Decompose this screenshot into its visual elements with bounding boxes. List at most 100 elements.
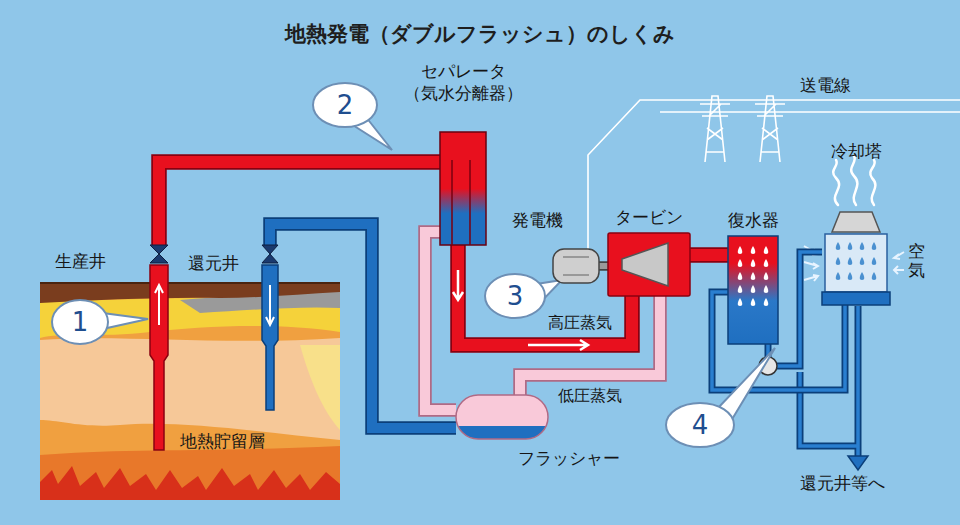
equipment-node: セパレータ （気水分離器） bbox=[440, 132, 486, 245]
ground-surface bbox=[40, 282, 340, 284]
droplet bbox=[764, 298, 769, 306]
equipment-label: 還元井 bbox=[188, 252, 239, 274]
pipe-fill bbox=[425, 232, 456, 410]
droplet bbox=[872, 272, 877, 280]
droplet bbox=[751, 259, 756, 267]
deep-layer bbox=[40, 446, 340, 500]
droplet bbox=[764, 246, 769, 254]
node-shape bbox=[822, 210, 890, 305]
droplets bbox=[738, 246, 769, 306]
callout-number: 1 bbox=[60, 306, 100, 338]
equipment-label: タービン bbox=[604, 206, 694, 228]
droplet bbox=[836, 257, 841, 265]
condenser-vessel bbox=[728, 236, 778, 344]
tower-fill bbox=[825, 234, 887, 292]
droplet bbox=[738, 259, 743, 267]
droplets bbox=[836, 242, 877, 280]
pipe-connector bbox=[270, 224, 456, 428]
generator-detail bbox=[563, 257, 589, 275]
pipe-outline bbox=[425, 232, 456, 410]
pipe-fill bbox=[520, 296, 660, 395]
equipment-node: 発電機 bbox=[553, 249, 599, 283]
well-pipe bbox=[262, 265, 278, 410]
equipment-node: 冷却塔 bbox=[822, 210, 890, 305]
callout-number: 4 bbox=[680, 409, 720, 441]
equipment-label: 生産井 bbox=[55, 250, 106, 272]
flow-arrow bbox=[266, 285, 274, 325]
equipment-label: 冷却塔 bbox=[814, 140, 898, 162]
part-label: 還元井等へ bbox=[800, 472, 885, 494]
pipe-label: 高圧蒸気 bbox=[548, 313, 612, 334]
well-pipe bbox=[150, 265, 168, 450]
pipe-connector bbox=[520, 296, 660, 395]
droplet bbox=[738, 285, 743, 293]
node-shape bbox=[262, 245, 278, 410]
rock-layer bbox=[300, 345, 340, 430]
node-shape bbox=[440, 132, 486, 245]
node-shape bbox=[728, 236, 778, 344]
droplet bbox=[872, 242, 877, 250]
steam-plume bbox=[833, 156, 875, 205]
diagram-title: 地熱発電（ダブルフラッシュ）のしくみ bbox=[0, 20, 960, 48]
pipe-outline bbox=[599, 261, 608, 271]
droplet bbox=[860, 272, 865, 280]
droplet bbox=[764, 259, 769, 267]
equipment-node: タービン bbox=[608, 233, 690, 296]
pipe-connector bbox=[159, 162, 440, 245]
equipment-node: 還元井 bbox=[262, 245, 278, 410]
node-shape bbox=[553, 249, 599, 283]
pipe-outline bbox=[270, 224, 456, 428]
pipe-fill bbox=[690, 249, 728, 261]
droplet bbox=[872, 257, 877, 265]
pipe-connector bbox=[425, 232, 456, 410]
droplet bbox=[848, 242, 853, 250]
equipment-label: フラッシャー bbox=[518, 447, 620, 469]
callout-number: 2 bbox=[325, 89, 365, 121]
reservoir-layer bbox=[40, 338, 340, 440]
callout-number: 3 bbox=[495, 280, 535, 312]
droplet bbox=[738, 246, 743, 254]
pipe-fill bbox=[458, 245, 632, 345]
equipment-label: 復水器 bbox=[716, 209, 790, 231]
droplet bbox=[848, 272, 853, 280]
equipment-label: 発電機 bbox=[503, 209, 563, 231]
droplet bbox=[751, 246, 756, 254]
pipe-connector bbox=[458, 245, 632, 345]
transmission-lines bbox=[588, 96, 960, 249]
part-label: 空気 bbox=[908, 242, 925, 279]
droplet bbox=[764, 285, 769, 293]
generator-body bbox=[553, 249, 599, 283]
turbine-casing bbox=[608, 233, 690, 296]
magma-flames bbox=[40, 466, 340, 500]
droplet bbox=[738, 272, 743, 280]
pipe-connector bbox=[599, 266, 608, 267]
inner-pipe bbox=[452, 160, 470, 245]
node-shape bbox=[456, 395, 548, 439]
pipe-fill bbox=[159, 162, 440, 245]
pipe-fill bbox=[599, 263, 608, 269]
pipe-outline bbox=[520, 296, 660, 395]
valve-symbol bbox=[150, 245, 168, 263]
droplet bbox=[751, 272, 756, 280]
pipe-outline bbox=[458, 245, 632, 345]
pipe-outline bbox=[159, 162, 440, 245]
droplet bbox=[738, 298, 743, 306]
droplet bbox=[751, 298, 756, 306]
droplet bbox=[751, 285, 756, 293]
node-shape bbox=[150, 245, 168, 450]
pipe-outline bbox=[690, 247, 728, 263]
equipment-node: フラッシャー bbox=[456, 395, 548, 439]
equipment-node: 復水器 bbox=[728, 236, 778, 344]
droplet bbox=[764, 272, 769, 280]
droplet bbox=[848, 257, 853, 265]
flasher-vessel bbox=[456, 395, 548, 439]
droplet bbox=[860, 257, 865, 265]
turbine-rotor bbox=[622, 243, 668, 286]
pipe-label: 低圧蒸気 bbox=[558, 386, 622, 407]
part-label: 地熱貯留層 bbox=[180, 430, 265, 452]
equipment-label: セパレータ （気水分離器） bbox=[388, 60, 538, 104]
valve-symbol bbox=[262, 245, 278, 263]
equipment-node: 生産井 bbox=[150, 245, 168, 450]
droplet bbox=[836, 272, 841, 280]
ground bbox=[40, 283, 340, 500]
